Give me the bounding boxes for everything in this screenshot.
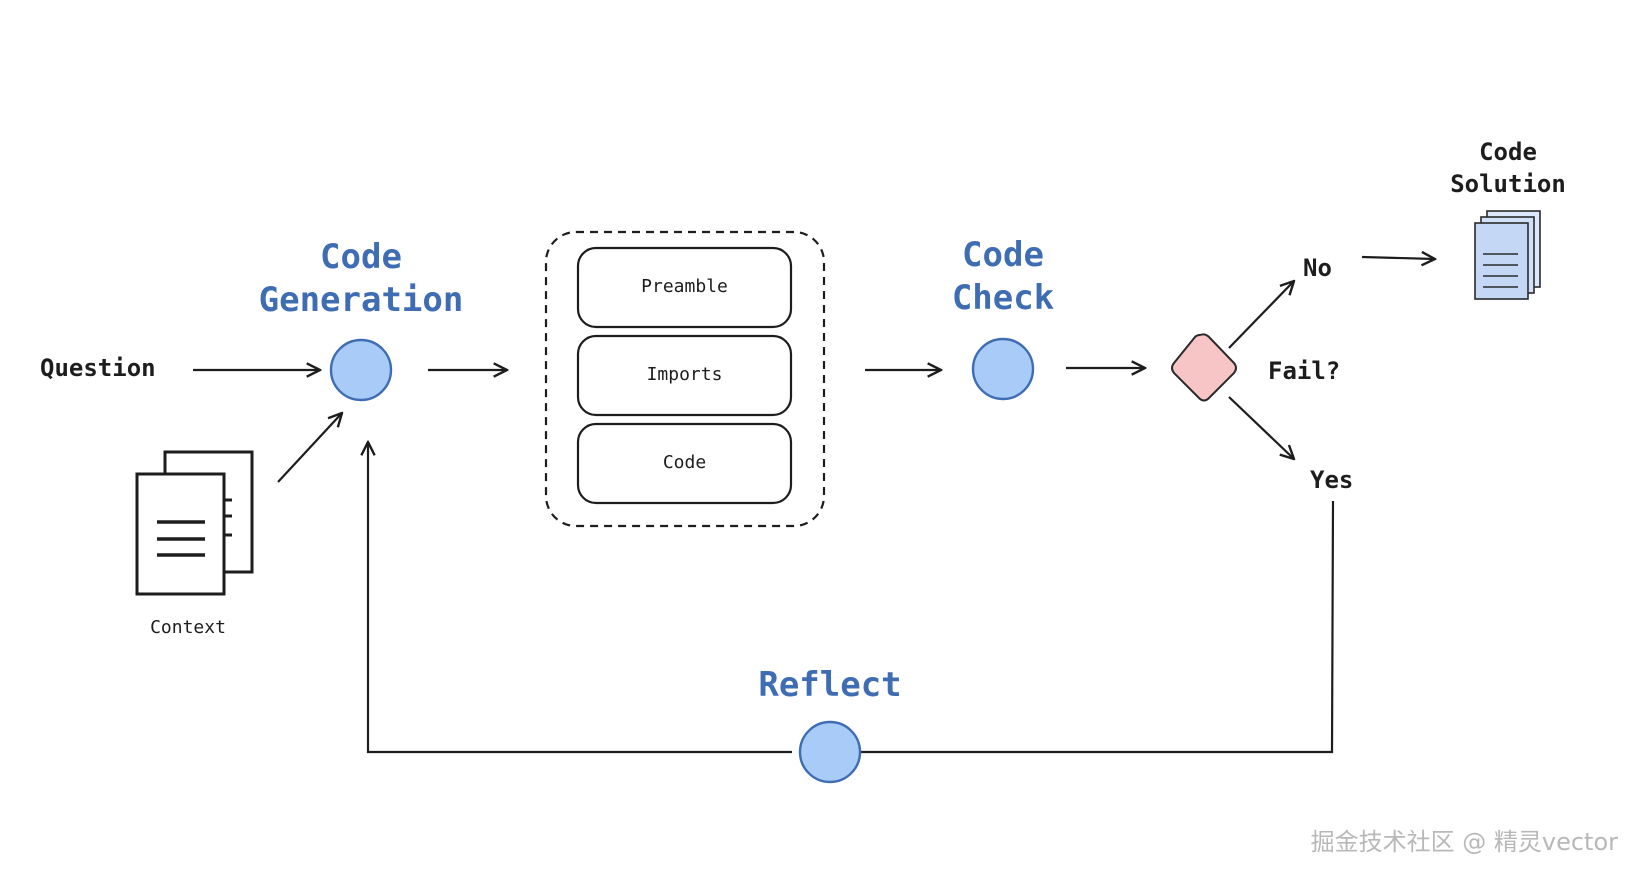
preamble-box[interactable] [576,246,793,329]
loop-line-reflect-to-generation [368,442,792,754]
code-solution-document-icon [1474,210,1541,300]
code-solution-title-line2: Solution [1450,170,1566,198]
question-label: Question [40,354,156,382]
context-document-icon [135,450,254,596]
code-check-title: Code Check [920,234,1086,320]
context-label: Context [150,617,226,638]
arrow-decision-to-no [1228,281,1294,349]
decision-diamond[interactable] [1171,333,1237,402]
code-generation-node[interactable] [329,338,393,402]
code-generation-title: Code Generation [250,236,472,322]
code-label: Code [662,452,707,473]
no-label: No [1303,254,1332,282]
code-box[interactable] [576,422,793,505]
reflect-node[interactable] [798,720,862,784]
yes-label: Yes [1310,466,1354,494]
arrow-context-to-generation [277,413,342,483]
watermark: 掘金技术社区 @ 精灵vector [1310,828,1618,856]
loop-line-yes-to-reflect [852,500,1335,754]
imports-label: Imports [646,364,723,385]
code-generation-title-line2: Generation [258,280,464,320]
reflect-title: Reflect [758,665,902,705]
solution-container [544,230,826,528]
fail-question-label: Fail? [1268,357,1341,385]
arrow-decision-to-yes [1228,396,1294,459]
code-check-title-line2: Check [951,278,1055,318]
code-check-title-line1: Code [962,235,1044,275]
code-generation-title-line1: Code [320,237,402,277]
imports-box[interactable] [576,334,793,417]
code-solution-title: Code Solution [1434,136,1582,200]
code-check-node[interactable] [971,337,1035,401]
preamble-label: Preamble [641,276,728,297]
code-solution-title-line1: Code [1479,138,1537,166]
arrow-no-to-solution [1361,257,1435,259]
